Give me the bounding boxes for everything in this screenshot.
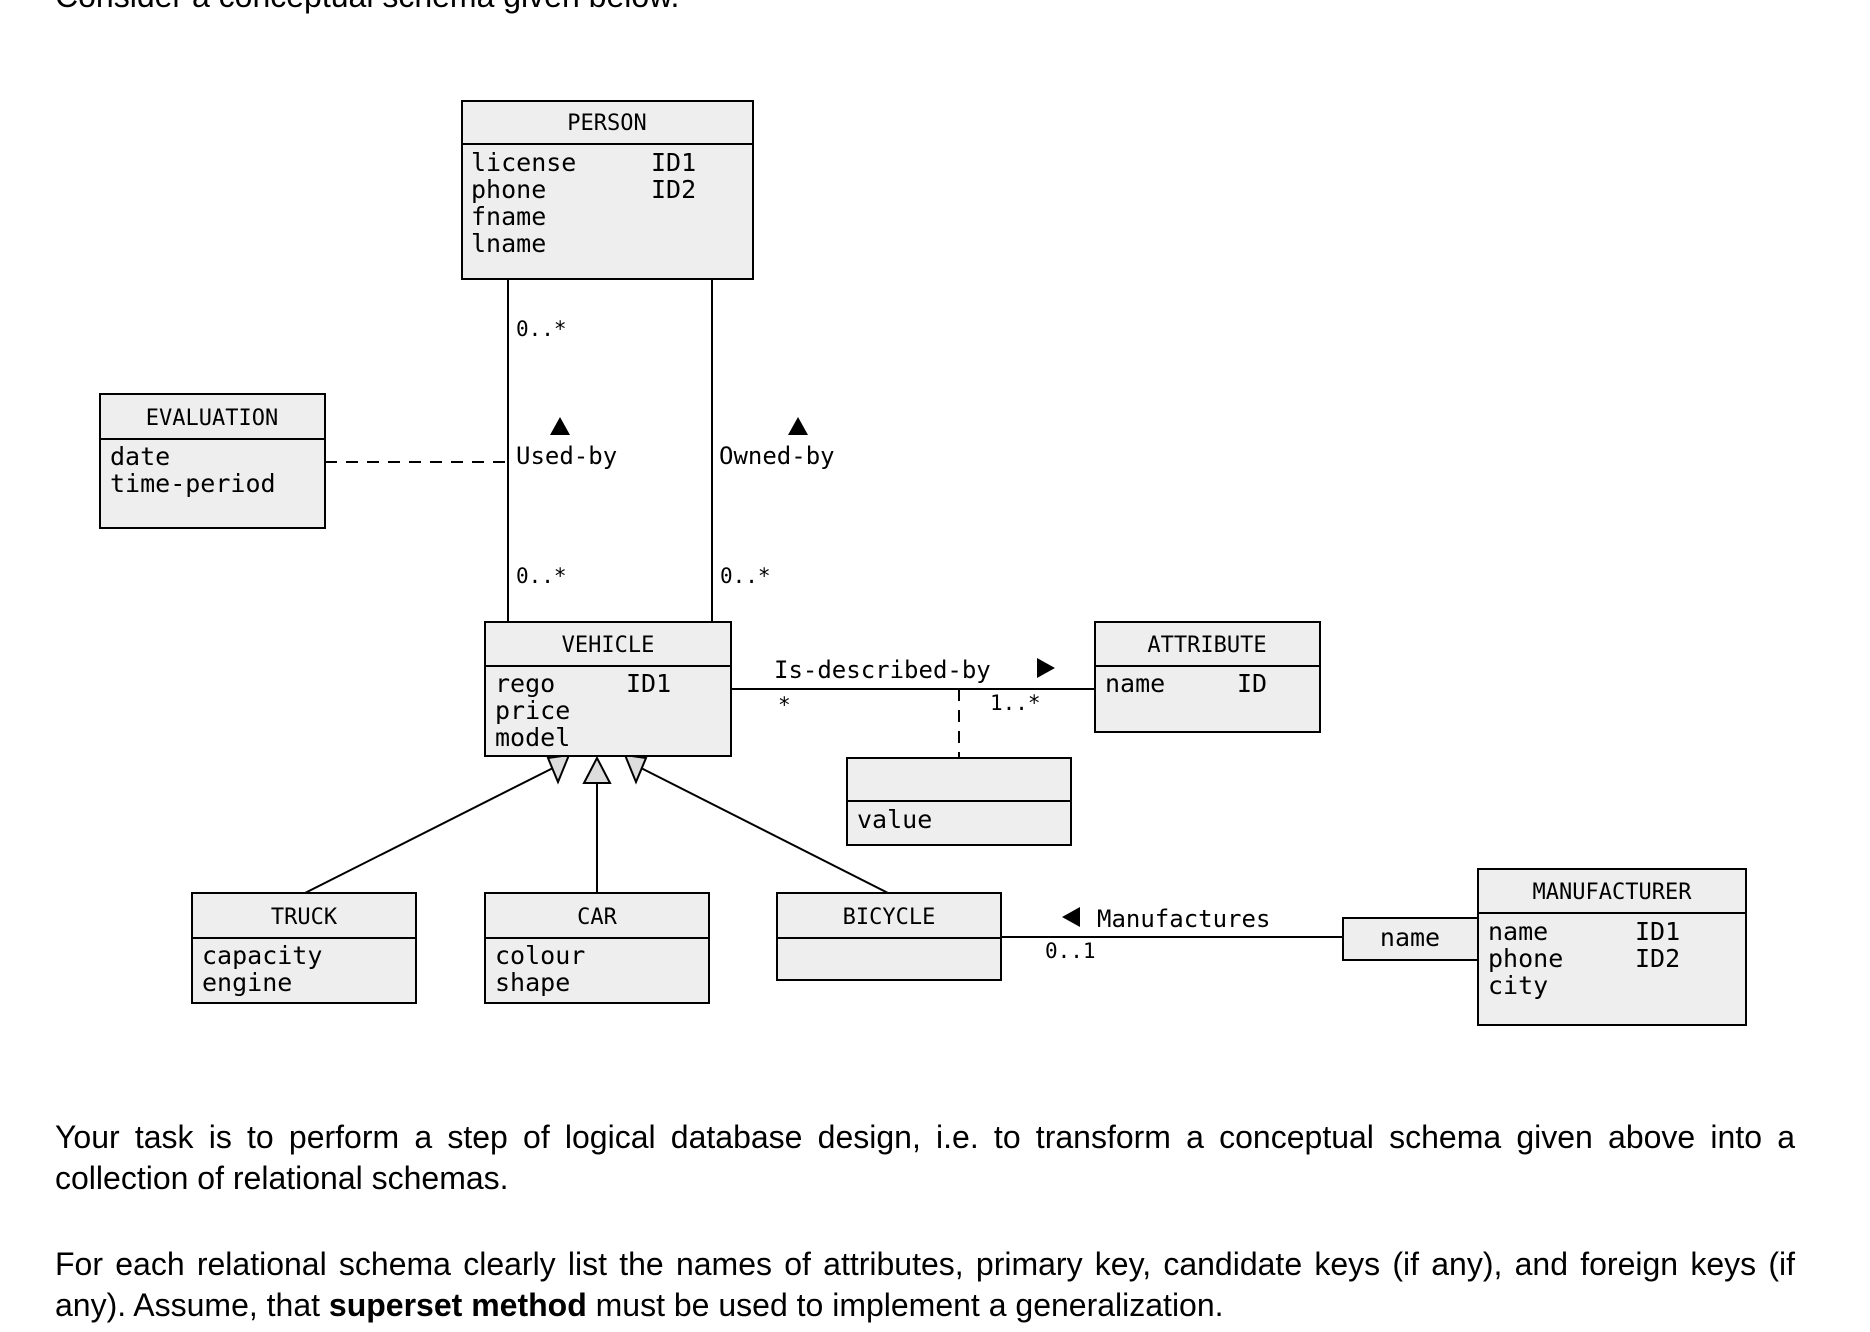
is-described-by-mult-right: 1..*: [990, 691, 1041, 715]
qualifier-box: name: [1342, 917, 1479, 961]
owned-by-mult-bottom: 0..*: [720, 564, 771, 588]
identifier-tag: ID: [1237, 669, 1267, 698]
class-attribute-entity: ATTRIBUTE name ID: [1094, 621, 1321, 733]
task-paragraph: Your task is to perform a step of logica…: [55, 1119, 1795, 1196]
class-value-association: value: [846, 757, 1072, 846]
used-by-mult-top: 0..*: [516, 317, 567, 341]
class-bicycle: BICYCLE: [776, 892, 1002, 981]
identifier-tag: ID2: [1635, 944, 1680, 973]
class-title: BICYCLE: [843, 905, 936, 930]
identifier-tag: ID2: [651, 175, 696, 204]
identifier-tag: ID1: [1635, 917, 1680, 946]
class-attribute: phone: [1488, 944, 1563, 973]
is-described-by-label: Is-described-by: [774, 656, 991, 684]
class-title: EVALUATION: [146, 406, 278, 431]
is-described-by-mult-left: *: [778, 693, 791, 717]
class-attribute: fname: [471, 202, 546, 231]
class-attribute: date: [110, 442, 170, 471]
intro-text: Consider a conceptual schema given below…: [55, 0, 679, 15]
identifier-tag: ID1: [651, 148, 696, 177]
class-title: PERSON: [567, 111, 646, 136]
instructions-bold-text: superset method: [328, 1287, 587, 1323]
class-attribute: phone: [471, 175, 546, 204]
class-attribute: time-period: [110, 469, 276, 498]
class-attribute: value: [857, 805, 932, 834]
instructions-text: For each relational schema clearly list …: [55, 1246, 1795, 1323]
used-by-mult-bottom: 0..*: [516, 564, 567, 588]
class-evaluation: EVALUATION date time-period: [99, 393, 326, 529]
class-title: MANUFACTURER: [1533, 880, 1693, 905]
manufactures-direction-arrow: [1062, 907, 1080, 927]
class-title: CAR: [577, 905, 617, 930]
manufactures-label: Manufactures: [1097, 905, 1270, 933]
owned-by-label: Owned-by: [719, 442, 835, 470]
instructions-text-end: must be used to implement a generalizati…: [586, 1287, 1224, 1323]
class-attribute: city: [1488, 971, 1548, 1000]
qualifier-name: name: [1380, 923, 1440, 952]
class-title: ATTRIBUTE: [1147, 633, 1266, 658]
class-attribute: model: [495, 723, 570, 752]
class-attribute: rego: [495, 669, 555, 698]
class-attribute: name: [1105, 669, 1165, 698]
owned-by-direction-arrow: [788, 417, 808, 435]
class-attribute: capacity: [202, 941, 322, 970]
owned-by-association: Owned-by 0..*: [711, 279, 835, 622]
class-vehicle: VEHICLE rego price model ID1: [484, 621, 732, 757]
class-attribute: engine: [202, 968, 292, 997]
used-by-association: Used-by 0..* 0..*: [507, 279, 617, 622]
class-attribute: lname: [471, 229, 546, 258]
manufactures-association: Manufactures 0..1: [1001, 905, 1343, 963]
class-attribute: name: [1488, 917, 1548, 946]
manufactures-mult: 0..1: [1045, 939, 1096, 963]
generalization-arrow-car: [582, 755, 612, 784]
class-attribute: price: [495, 696, 570, 725]
class-attribute: license: [471, 148, 576, 177]
class-title: TRUCK: [271, 905, 338, 930]
class-attribute: shape: [495, 968, 570, 997]
conceptual-schema-diagram: Used-by 0..* 0..* Owned-by 0..* Is-descr…: [99, 100, 1747, 1026]
generalization: [304, 753, 889, 894]
is-described-by-association: Is-described-by * 1..*: [731, 656, 1095, 758]
identifier-tag: ID1: [626, 669, 671, 698]
class-truck: TRUCK capacity engine: [191, 892, 417, 1004]
class-manufacturer: MANUFACTURER name phone city ID1 ID2: [1477, 868, 1747, 1026]
class-attribute: colour: [495, 941, 585, 970]
instructions-paragraph: For each relational schema clearly list …: [55, 1244, 1795, 1326]
class-car: CAR colour shape: [484, 892, 710, 1004]
class-title: VEHICLE: [562, 633, 655, 658]
is-described-by-direction-arrow: [1037, 658, 1055, 678]
class-person: PERSON license phone fname lname ID1 ID2: [461, 100, 754, 280]
used-by-direction-arrow: [550, 417, 570, 435]
used-by-label: Used-by: [516, 442, 617, 470]
